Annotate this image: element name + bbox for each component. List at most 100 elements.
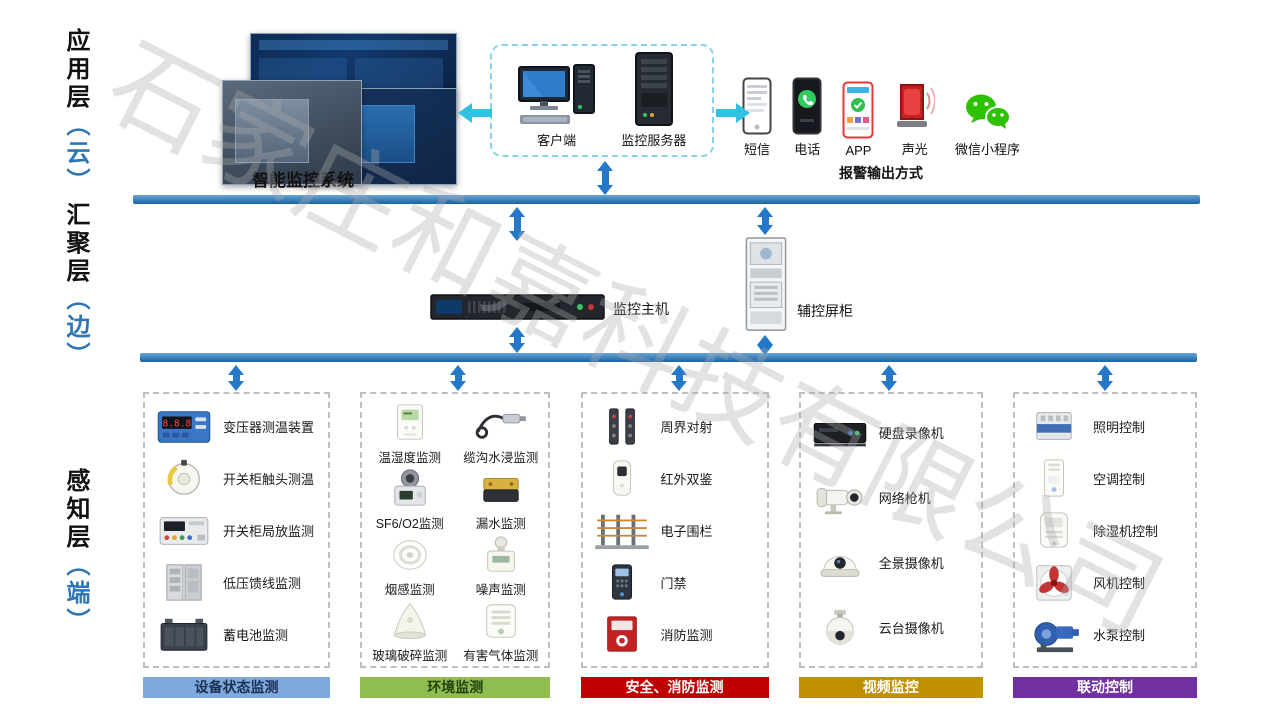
perimeter-beam-icon [593,404,651,448]
monitor-host [430,291,605,328]
device-item: 风机控制 [1025,560,1191,604]
noise-sensor-icon [472,532,530,576]
device-item: 噪声监测 [472,532,530,598]
electric-fence-icon [593,508,651,552]
device-label: 门禁 [660,575,687,591]
device-item: 除湿机控制 [1025,508,1191,552]
alarm-output-label: APP [845,143,872,158]
device-label: 玻璃破碎监测 [372,649,448,663]
cable-water-icon [472,400,530,444]
battery-icon [155,612,213,656]
device-item: 空调控制 [1025,456,1191,500]
fan-control-icon [1025,560,1083,604]
device-item: 电子围栏 [593,508,763,552]
bullet-camera-icon [811,476,869,520]
vertical-arrow [1097,365,1113,391]
device-label: 除湿机控制 [1093,523,1159,539]
client-label: 客户端 [537,133,577,148]
vertical-arrow [509,207,525,241]
device-item: 温湿度监测 [378,400,441,466]
device-label: 周界对射 [660,419,713,435]
feeder-cabinet-icon [155,560,213,604]
device-item: 玻璃破碎监测 [372,598,447,664]
device-label: 电子围栏 [660,523,713,539]
vertical-arrow [757,207,773,235]
vertical-arrow [671,365,687,391]
alarm-output-item: 短信 [742,77,772,158]
device-item: 漏水监测 [472,466,530,532]
server-label: 监控服务器 [621,133,687,148]
device-label: 噪声监测 [475,583,526,597]
device-label: 低压馈线监测 [223,575,302,591]
device-item: 开关柜局放监测 [155,508,324,552]
layer-paren: （边） [62,286,89,370]
alarm-output-label: 短信 [743,142,770,157]
layer-name: 应用层 [62,28,89,112]
device-item: 缆沟水浸监测 [463,400,538,466]
temp-humidity-icon [381,400,439,444]
device-label: 网络枪机 [878,491,931,506]
vertical-arrow [881,365,897,391]
vertical-arrow [509,327,525,353]
leak-sensor-icon [472,466,530,510]
device-label: 变压器测温装置 [223,419,315,435]
device-item: 照明控制 [1025,404,1191,448]
device-item: 低压馈线监测 [155,560,324,604]
alarm-output-label: 声光 [901,142,928,157]
vertical-arrow [757,335,773,355]
device-label: 缆沟水浸监测 [463,451,539,465]
alarm-output-caption: 报警输出方式 [839,165,923,181]
perception-column: 照明控制空调控制除湿机控制风机控制水泵控制联动控制 [1013,392,1197,698]
device-label: 水泵控制 [1093,627,1146,643]
category-header: 联动控制 [1013,677,1197,698]
fire-alarm-icon [593,612,651,656]
device-label: 漏水监测 [475,517,526,531]
device-item: 烟感监测 [381,532,439,598]
device-item: 门禁 [593,560,763,604]
device-group-box: 周界对射红外双鉴电子围栏门禁消防监测 [580,392,769,668]
category-header: 设备状态监测 [143,677,330,698]
contact-temp-icon [155,456,213,500]
layer-name: 感知层 [62,468,89,552]
device-label: 空调控制 [1093,471,1146,487]
ptz-camera-icon [811,606,869,650]
device-item: 云台摄像机 [811,606,977,650]
equipment-screenshot [222,80,362,185]
alarm-output-item: APP [842,81,874,158]
category-header: 视频监控 [798,677,983,698]
device-item: 8.8.8 变压器测温装置 [155,404,324,448]
aux-cabinet [744,236,788,339]
siren-icon [895,79,935,135]
category-header: 安全、消防监测 [580,677,769,698]
device-item: 硬盘录像机 [811,411,977,455]
server-group: 监控服务器 [621,51,686,149]
device-item: 全景摄像机 [811,541,977,585]
panoramic-camera-icon [811,541,869,585]
alarm-output-item: 电话 [792,77,822,158]
ir-detector-icon [593,456,651,500]
device-label: 照明控制 [1093,419,1146,435]
app-phone-icon [842,81,874,139]
system-label: 智能监控系统 [252,171,354,190]
pump-control-icon [1025,612,1083,656]
device-item: SF6/O2监测 [376,466,444,532]
temp-meter-icon: 8.8.8 [155,404,213,448]
device-label: 全景摄像机 [878,556,944,571]
layer-bar-bottom [140,353,1197,362]
alarm-output-label: 电话 [794,142,821,157]
vertical-arrow [228,365,244,391]
device-item: 红外双鉴 [593,456,763,500]
device-label: 温湿度监测 [378,451,441,465]
layer-label-application: 应用层（云） [58,28,93,196]
ac-control-icon [1025,456,1083,500]
device-label: 风机控制 [1093,575,1146,591]
device-group-box: 硬盘录像机网络枪机全景摄像机云台摄像机 [798,392,983,668]
glass-break-icon [381,598,439,642]
